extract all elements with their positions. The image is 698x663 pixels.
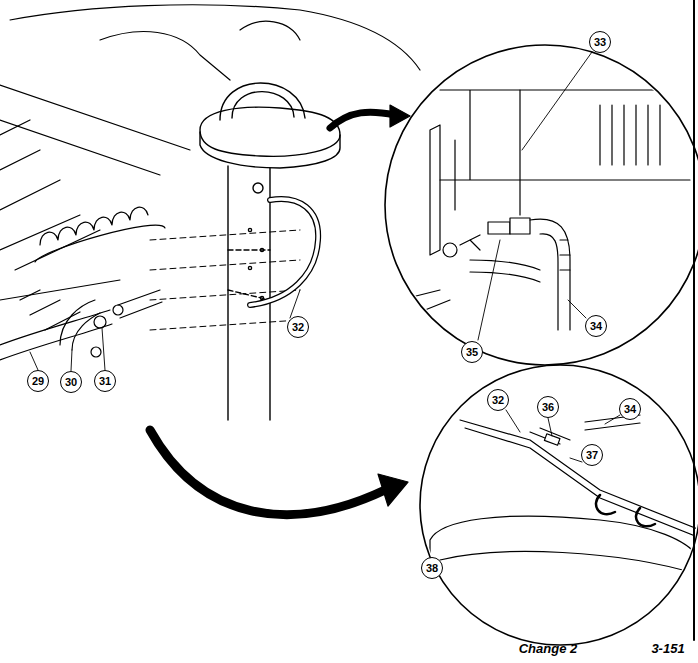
leader-line [478,52,592,340]
callout-number: 31 [94,370,116,392]
vehicle-body [0,5,420,330]
wire-harness [250,199,318,305]
view-arrow [330,112,395,128]
callout-number: 37 [581,444,603,466]
callout-number: 35 [461,341,483,363]
hose [0,290,162,360]
view-arrow [378,474,408,506]
callout-number: 32 [287,316,309,338]
grab-handle [150,83,340,420]
callout-number: 38 [421,557,443,579]
fuel-tank-detail [430,415,698,650]
callout-number: 34 [585,315,607,337]
callout-number: 30 [60,371,82,393]
leader-line [30,290,300,371]
view-arrow [150,430,385,515]
page-footer: 3-151 [651,641,684,656]
wire-harness [250,199,318,305]
detail-circle [385,45,698,365]
callout-number: 34 [619,398,641,420]
callout-number: 29 [27,370,49,392]
connector-detail [400,90,690,330]
page-footer: Change 2 [519,641,578,656]
callout-number: 33 [589,31,611,53]
callout-number: 36 [537,396,559,418]
callout-number: 32 [487,389,509,411]
